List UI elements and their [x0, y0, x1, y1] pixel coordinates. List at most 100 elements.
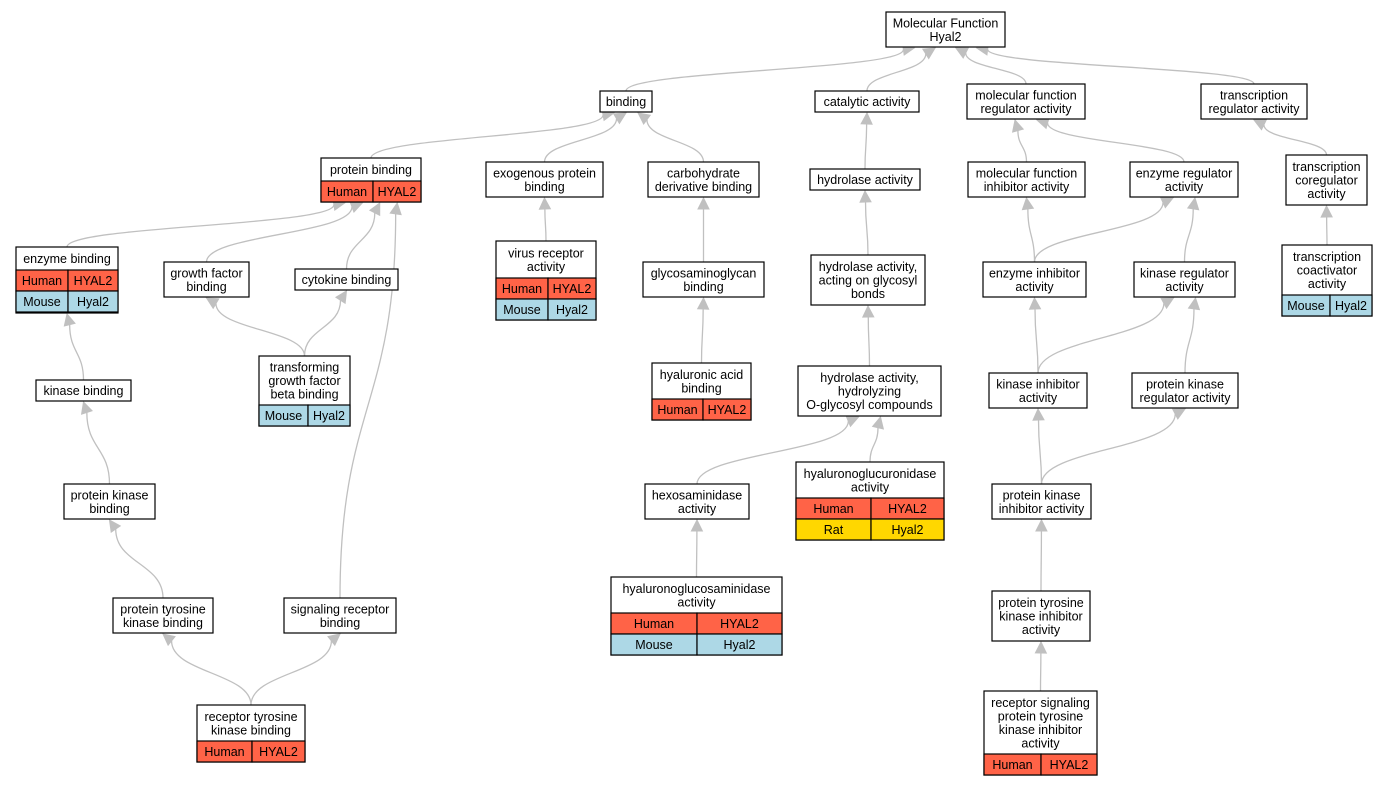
- gene-label: Hyal2: [77, 295, 109, 309]
- node-label-pkinhib: inhibitor activity: [999, 502, 1085, 516]
- node-hydglyc[interactable]: hydrolase activity,acting on glycosylbon…: [810, 254, 926, 306]
- arrowhead-pkinhib-to-pkreg: [1171, 408, 1186, 420]
- node-label-ptkinhib: protein tyrosine: [998, 596, 1084, 610]
- node-label-enzbind: enzyme binding: [23, 252, 111, 266]
- edge-enzinhib-to-enzreg: [1033, 202, 1164, 263]
- node-box-sigrec: [283, 597, 397, 634]
- arrowhead-tgfb-to-growth: [205, 297, 220, 310]
- node-catalytic[interactable]: catalytic activity: [814, 90, 920, 113]
- node-label-pkreg: protein kinase: [1146, 377, 1224, 391]
- node-label-ptkinhib: activity: [1022, 623, 1061, 637]
- node-label-mfinhib: inhibitor activity: [984, 180, 1070, 194]
- node-label-rtkbind: receptor tyrosine: [204, 710, 297, 724]
- arrowhead-carbo-to-binding: [637, 112, 652, 125]
- node-box-kinbind: [35, 379, 132, 402]
- edge-tgfb-to-growth: [215, 303, 306, 357]
- species-label: Human: [657, 403, 697, 417]
- gene-cell-rsptkinhib: [1040, 753, 1098, 776]
- node-label-transcoact: coactivator: [1297, 264, 1357, 278]
- node-box-hexos: [644, 483, 750, 520]
- gene-label: HYAL2: [1050, 758, 1089, 772]
- arrowhead-tgfb-to-cytokine: [334, 290, 348, 305]
- node-label-transreg: regulator activity: [1208, 102, 1300, 116]
- node-box-root: [885, 11, 1006, 48]
- edge-hydglyc-to-hydrolase: [864, 201, 869, 256]
- node-box-transreg: [1200, 83, 1308, 120]
- node-label-cytokine: cytokine binding: [302, 273, 392, 287]
- species-label: Human: [22, 274, 62, 288]
- node-label-gag: glycosaminoglycan: [651, 266, 757, 280]
- arrowhead-ptkbind-to-pkbind: [108, 519, 122, 534]
- node-label-gag: binding: [683, 280, 723, 294]
- edge-pkinhib-to-kininhib: [1037, 419, 1043, 485]
- node-label-pkreg: regulator activity: [1139, 391, 1231, 405]
- edge-kininhib-to-enzinhib: [1034, 308, 1039, 374]
- node-hydrolase[interactable]: hydrolase activity: [809, 168, 921, 191]
- gene-label: HYAL2: [720, 617, 759, 631]
- gene-cell-hyalglucos: [696, 633, 783, 656]
- arrowhead-hydglyc-to-hydrolase: [859, 189, 872, 203]
- gene-label: HYAL2: [708, 403, 747, 417]
- node-label-root: Molecular Function: [893, 16, 999, 30]
- node-kinbind[interactable]: kinase binding: [35, 379, 132, 402]
- node-label-transcoact: transcription: [1293, 250, 1361, 264]
- node-label-virus: activity: [527, 260, 566, 274]
- node-binding[interactable]: binding: [599, 90, 653, 113]
- edge-hydrolase-to-catalytic: [864, 123, 868, 170]
- gene-label: HYAL2: [553, 282, 592, 296]
- node-label-enzreg: activity: [1165, 180, 1204, 194]
- arrowhead-kininhib-to-kinreg: [1160, 297, 1175, 310]
- gene-label: Hyal2: [1335, 299, 1367, 313]
- node-label-hydglyc: acting on glycosyl: [819, 274, 918, 288]
- arrowhead-kinbind-to-enzbind: [63, 312, 76, 327]
- node-cytokine[interactable]: cytokine binding: [294, 268, 399, 291]
- node-box-ptkbind: [112, 597, 214, 634]
- edge-mfinhib-to-mfreg: [1017, 130, 1028, 163]
- node-label-sigrec: binding: [320, 616, 360, 630]
- arrowhead-catalytic-to-root: [921, 47, 937, 60]
- arrowhead-enzinhib-to-enzreg: [1159, 197, 1175, 209]
- node-label-carbo: carbohydrate: [667, 166, 740, 180]
- node-box-mfreg: [966, 83, 1086, 120]
- node-label-hexos: activity: [678, 502, 717, 516]
- node-label-catalytic: catalytic activity: [824, 95, 912, 109]
- edge-kinreg-to-enzreg: [1183, 208, 1194, 263]
- node-label-mfreg: molecular function: [975, 88, 1076, 102]
- arrowhead-kinreg-to-enzreg: [1186, 196, 1200, 211]
- node-box-ptkinhib: [991, 590, 1091, 642]
- node-label-transcoreg: activity: [1307, 187, 1346, 201]
- species-label: Human: [502, 282, 542, 296]
- node-hydoglyc[interactable]: hydrolase activity,hydrolyzingO-glycosyl…: [797, 365, 942, 417]
